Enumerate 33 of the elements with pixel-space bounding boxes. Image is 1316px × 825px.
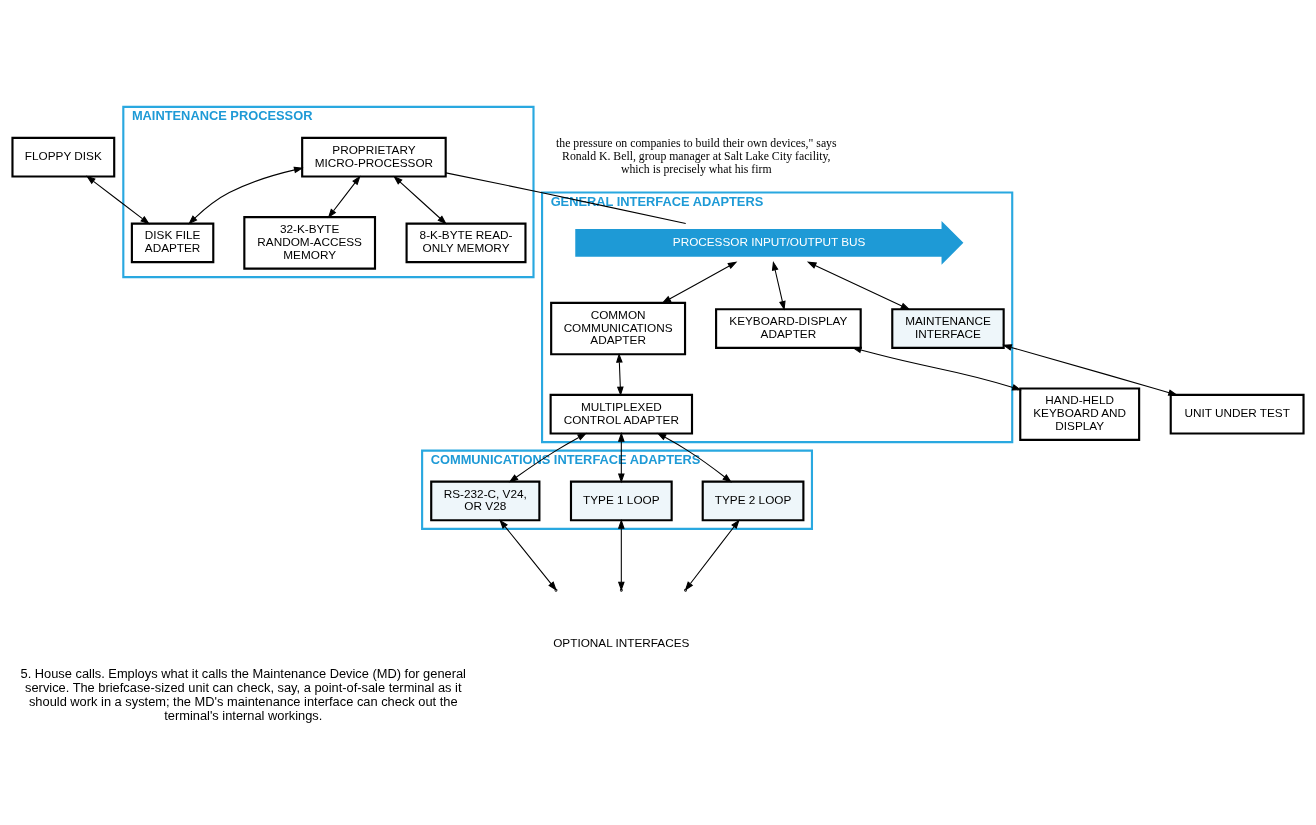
label: the pressure on companies to build their own devices," says Ronald K. Bell, group manager at Salt Lake City facility, which is precisely what his firm [556,136,837,176]
node-box: PROPRIETARY MICRO-PROCESSOR [301,136,447,178]
node-box: MAINTENANCE INTERFACE [891,307,1005,349]
node-box: HAND-HELD KEYBOARD AND DISPLAY [1019,386,1141,441]
arrow [617,518,625,591]
node-box: 8-K-BYTE READ-ONLY MEMORY [405,222,527,263]
arrow [771,260,786,311]
node-box: COMMON COMMUNICATIONS ADAPTER [550,301,687,355]
label: OPTIONAL INTERFACES [553,635,690,649]
node-box: TYPE 2 LOOP [701,480,805,521]
node-box: MULTIPLEXED CONTROL ADAPTER [549,393,694,435]
node-box: KEYBOARD-DISPLAY ADAPTER [715,307,862,349]
node-box: TYPE 1 LOOP [569,480,673,521]
node-box: DISK FILE ADAPTER [130,222,215,263]
arrow [851,346,1022,391]
arrow [616,352,624,396]
node-box: FLOPPY DISK [11,136,116,178]
arrow [188,166,304,224]
node-box: RS-232-C, V24, OR V28 [430,480,541,521]
arrow [508,432,588,483]
caption: 5. House calls. Employs what it calls the Maintenance Device (MD) for general service. The briefcase-sized unit can check, say, a point-of-sale terminal as it should work in a system; the MD's maintenance interface can check out the terminal's internal workings. [20,665,466,723]
arrow [617,431,625,483]
arrow [684,518,740,591]
arrow [86,175,150,224]
connector [445,171,687,224]
arrow [806,261,911,310]
node-box: UNIT UNDER TEST [1169,393,1305,435]
arrow [656,432,732,483]
arrow [1002,343,1178,396]
node-box: 32-K-BYTE RANDOM-ACCESS MEMORY [243,215,377,270]
arrow [327,175,361,218]
arrow [661,261,738,303]
arrow [393,175,447,224]
